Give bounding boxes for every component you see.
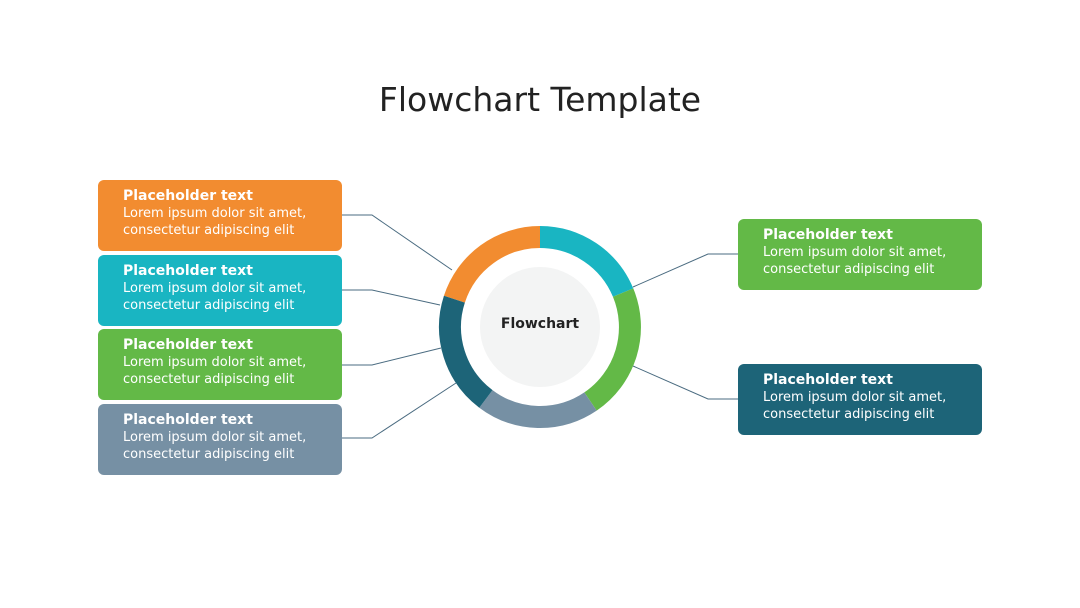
connector-left-1 <box>342 214 453 271</box>
left-box-2: Placeholder text Lorem ipsum dolor sit a… <box>98 255 342 326</box>
right-box-2: Placeholder text Lorem ipsum dolor sit a… <box>738 364 982 435</box>
connector-left-4 <box>342 382 457 439</box>
left-box-3-heading: Placeholder text <box>123 337 253 353</box>
right-box-1: Placeholder text Lorem ipsum dolor sit a… <box>738 219 982 290</box>
left-box-3: Placeholder text Lorem ipsum dolor sit a… <box>98 329 342 400</box>
center-circle <box>480 267 600 387</box>
right-box-1-heading: Placeholder text <box>763 227 893 243</box>
ring <box>439 226 641 428</box>
connector-lines <box>342 214 738 439</box>
left-box-4: Placeholder text Lorem ipsum dolor sit a… <box>98 404 342 475</box>
ring-segment-gray-blue <box>479 389 597 428</box>
ring-segment-teal <box>539 226 634 298</box>
left-box-3-body: Lorem ipsum dolor sit amet, consectetur … <box>123 355 307 387</box>
left-box-1-body: Lorem ipsum dolor sit amet, consectetur … <box>123 206 307 238</box>
center-label: Flowchart <box>500 316 580 332</box>
ring-segment-dark-teal <box>439 295 493 408</box>
left-box-2-body: Lorem ipsum dolor sit amet, consectetur … <box>123 281 307 313</box>
ring-segment-orange <box>443 226 541 303</box>
slide-title: Flowchart Template <box>378 80 702 119</box>
left-box-1: Placeholder text Lorem ipsum dolor sit a… <box>98 180 342 251</box>
connector-right-1 <box>632 253 738 288</box>
left-box-1-heading: Placeholder text <box>123 188 253 204</box>
left-box-4-heading: Placeholder text <box>123 412 253 428</box>
right-box-1-body: Lorem ipsum dolor sit amet, consectetur … <box>763 245 947 277</box>
ring-segment-green <box>584 288 641 411</box>
left-box-2-heading: Placeholder text <box>123 263 253 279</box>
left-box-4-body: Lorem ipsum dolor sit amet, consectetur … <box>123 430 307 462</box>
connector-left-3 <box>342 347 442 366</box>
right-box-2-body: Lorem ipsum dolor sit amet, consectetur … <box>763 390 947 422</box>
right-box-2-heading: Placeholder text <box>763 372 893 388</box>
connector-left-2 <box>342 289 441 306</box>
connector-right-2 <box>632 365 738 400</box>
